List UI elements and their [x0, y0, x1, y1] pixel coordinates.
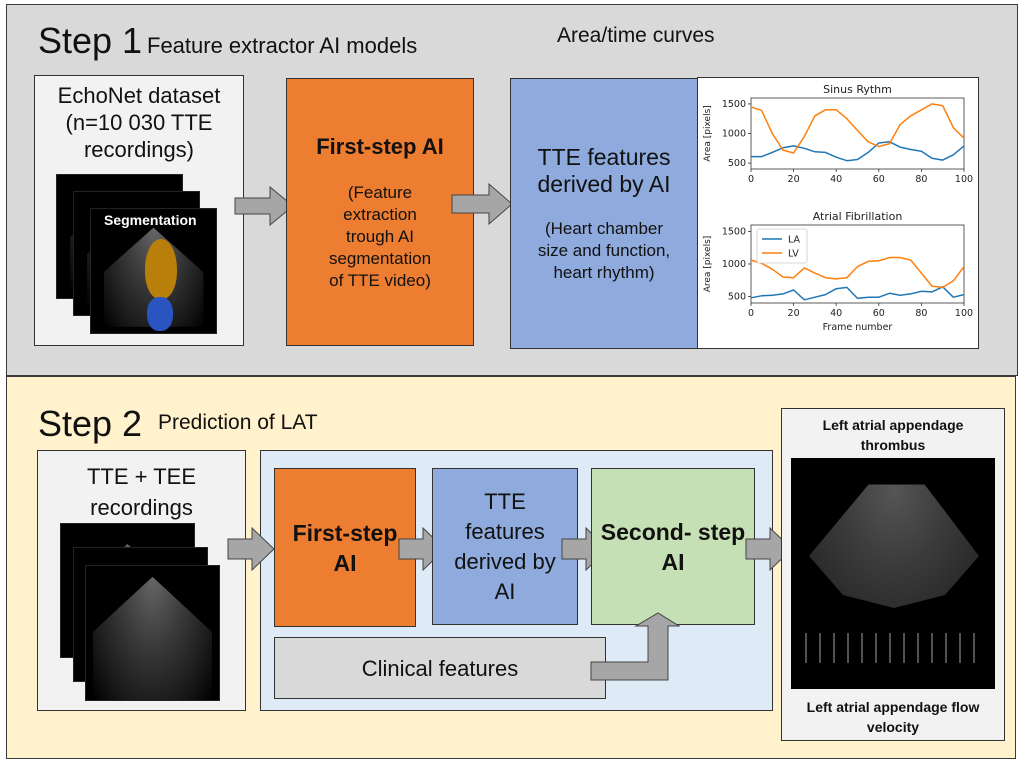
- recordings-line: recordings: [90, 495, 193, 520]
- lv-segmentation-mask: [145, 239, 177, 299]
- y-tick-label: 1000: [722, 259, 746, 270]
- tte-features-label: derived by: [454, 548, 556, 574]
- x-tick-label: 60: [873, 308, 885, 319]
- tte-features-desc: size and function,: [537, 240, 671, 260]
- first-step-desc-line: extraction: [343, 204, 417, 224]
- y-tick-label: 1000: [722, 129, 746, 140]
- x-tick-label: 80: [915, 308, 927, 319]
- doppler-trace: [799, 633, 979, 663]
- y-tick-label: 500: [728, 292, 746, 303]
- chart-title: Sinus Rythm: [823, 83, 892, 96]
- series-line-la: [751, 141, 965, 162]
- x-tick-label: 0: [748, 174, 754, 185]
- x-tick-label: 100: [955, 308, 973, 319]
- lat-thrombus-label: thrombus: [860, 437, 926, 453]
- y-tick-label: 1500: [722, 227, 746, 238]
- legend-box: [756, 228, 808, 264]
- legend-label: LA: [788, 235, 801, 246]
- second-step-label: Second- step: [600, 518, 746, 545]
- x-tick-label: 40: [830, 308, 842, 319]
- step1-title: Step 1: [38, 20, 143, 61]
- arrow-right-icon: [451, 183, 513, 225]
- recordings-line: TTE + TEE: [86, 464, 196, 489]
- second-step-label: AI: [661, 548, 685, 575]
- arrow-right-icon: [234, 186, 294, 226]
- step1-subtitle: Feature extractor AI models: [147, 33, 418, 58]
- x-tick-label: 80: [915, 174, 927, 185]
- y-tick-label: 500: [728, 158, 746, 169]
- step2-first-step-ai-box: First-step AI: [274, 468, 416, 627]
- first-step-desc-line: (Feature: [347, 182, 413, 202]
- x-tick-label: 100: [955, 174, 973, 185]
- arrow-up-icon: [590, 612, 680, 681]
- tte-features-title: derived by AI: [537, 170, 671, 197]
- first-step-label: AI: [333, 549, 357, 576]
- x-tick-label: 60: [873, 174, 885, 185]
- legend-label: LV: [788, 249, 799, 260]
- tte-features-desc: heart rhythm): [553, 262, 655, 282]
- first-step-desc-line: segmentation: [328, 248, 432, 268]
- dataset-line3: recordings): [83, 137, 195, 162]
- y-axis-label: Area [pixels]: [703, 105, 713, 162]
- tee-image: [791, 458, 995, 689]
- chart-title: Atrial Fibrillation: [813, 210, 903, 223]
- x-tick-label: 20: [788, 308, 800, 319]
- series-line-la: [750, 286, 965, 301]
- first-step-label: First-step: [292, 519, 398, 546]
- segmentation-echo-image: [90, 208, 217, 334]
- tte-features-desc: (Heart chamber: [544, 218, 664, 238]
- dataset-line1: EchoNet dataset: [57, 83, 221, 108]
- flow-velocity-label: Left atrial appendage flow: [806, 699, 980, 715]
- tee-fan: [809, 484, 979, 608]
- first-step-desc-line: trough AI: [345, 226, 415, 246]
- tte-features-label: AI: [494, 578, 516, 604]
- clinical-features-box: Clinical features: [274, 637, 606, 699]
- step2-subtitle: Prediction of LAT: [158, 411, 318, 434]
- x-axis-label: Frame number: [823, 322, 893, 333]
- first-step-ai-title: First-step AI: [316, 133, 444, 159]
- first-step-ai-box: First-step AI (Feature extraction trough…: [286, 78, 474, 346]
- y-tick-label: 1500: [722, 99, 746, 110]
- clinical-features-label: Clinical features: [361, 655, 519, 681]
- y-axis-label: Area [pixels]: [703, 236, 713, 293]
- lat-thrombus-label: Left atrial appendage: [822, 417, 964, 433]
- dataset-line2: (n=10 030 TTE: [65, 110, 213, 135]
- tte-echo-image: [85, 565, 220, 701]
- series-line-lv: [750, 256, 965, 289]
- x-tick-label: 40: [830, 174, 842, 185]
- arrow-right-icon: [227, 527, 275, 571]
- tte-features-title: TTE features: [537, 143, 671, 170]
- tte-features-box: TTE features derived by AI (Heart chambe…: [510, 78, 698, 349]
- lat-output-box: Left atrial appendage thrombus Left atri…: [781, 408, 1005, 741]
- step2-title: Step 2: [38, 403, 143, 444]
- tte-features-label: TTE: [484, 488, 526, 514]
- series-line-lv: [750, 103, 965, 154]
- first-step-desc-line: of TTE video): [329, 270, 431, 290]
- x-tick-label: 20: [788, 174, 800, 185]
- flow-velocity-label: velocity: [866, 719, 920, 735]
- x-tick-label: 0: [748, 308, 754, 319]
- segmentation-label: Segmentation: [104, 212, 197, 228]
- tte-features-label: features: [465, 518, 545, 544]
- step2-tte-features-box: TTE features derived by AI: [432, 468, 578, 625]
- la-segmentation-mask: [147, 297, 173, 331]
- area-time-curves-label: Area/time curves: [557, 24, 715, 47]
- second-step-ai-box: Second- step AI: [591, 468, 755, 625]
